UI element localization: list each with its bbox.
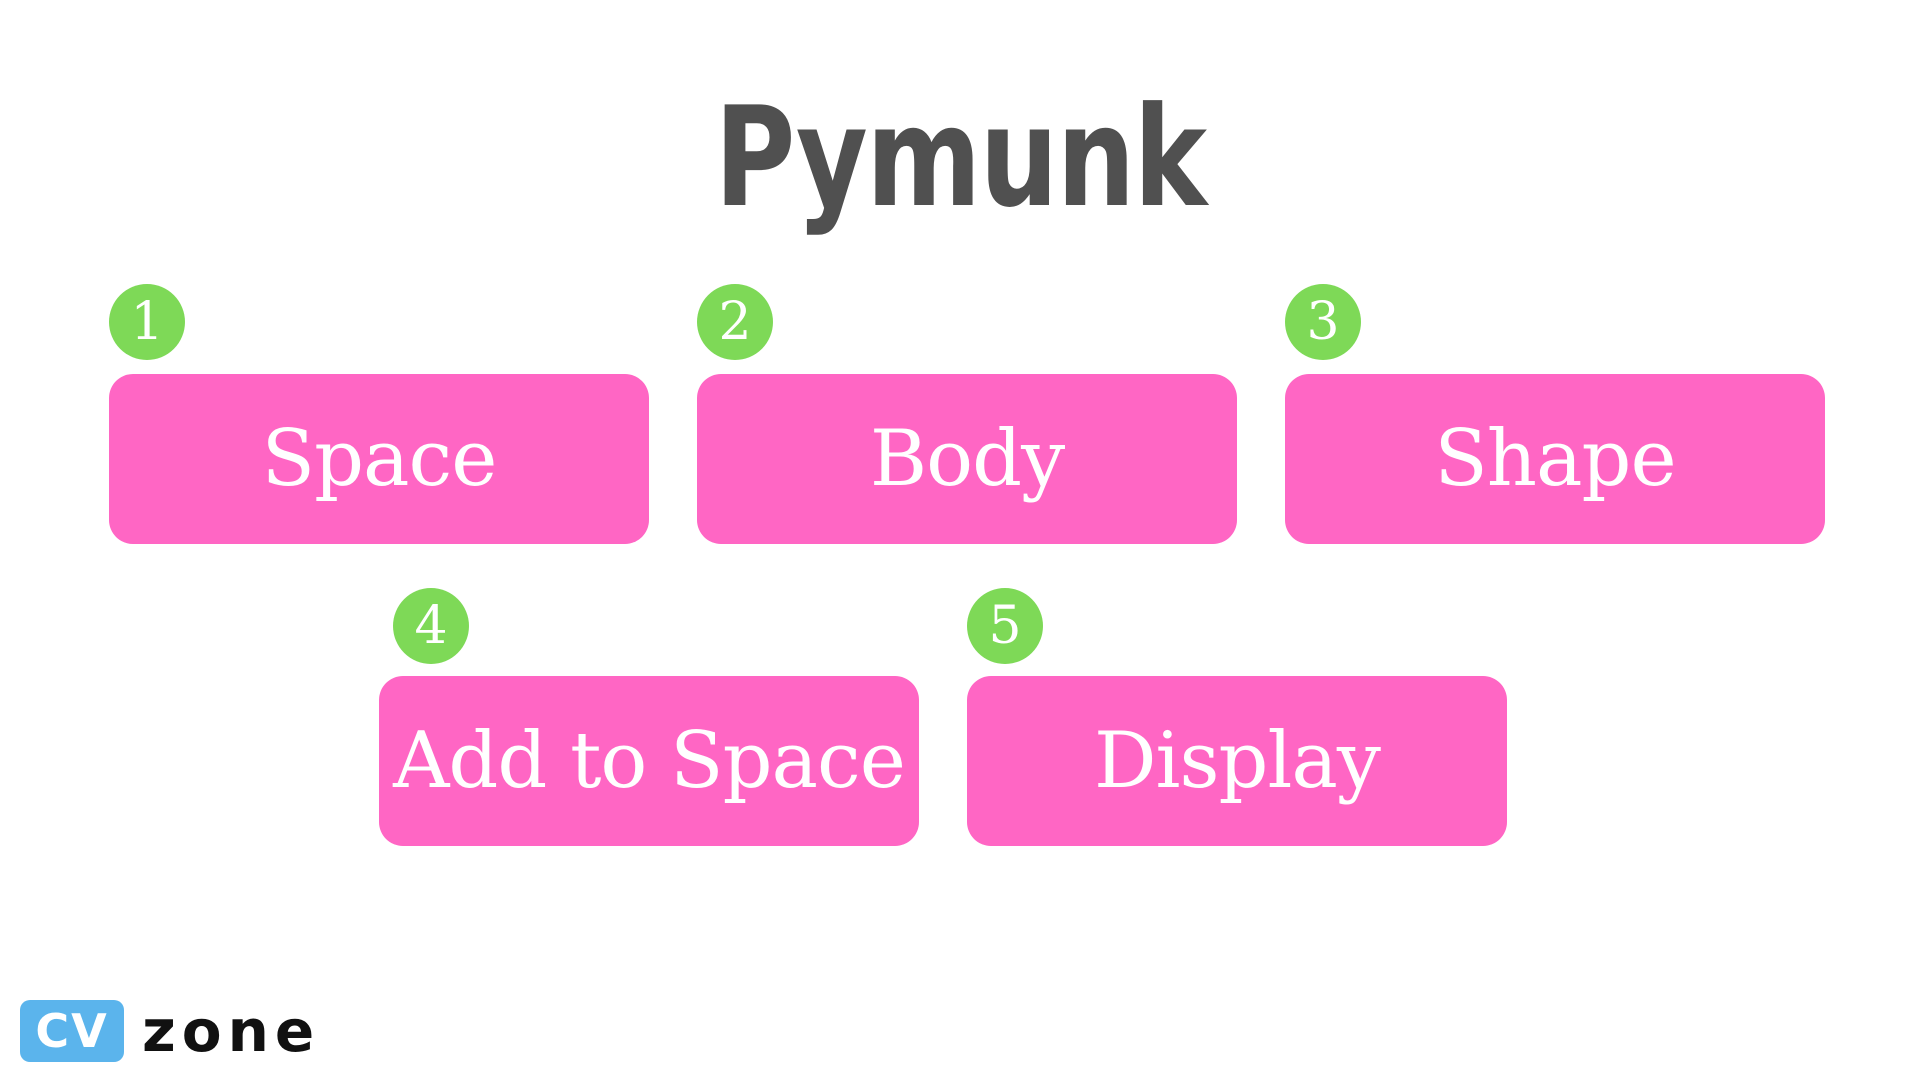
step-2-number-badge: 2 xyxy=(697,284,773,360)
page-title: Pymunk xyxy=(714,77,1208,238)
step-3-box-shape: Shape xyxy=(1285,374,1825,544)
cvzone-logo: CV zone xyxy=(20,1000,380,1062)
step-1-box-space: Space xyxy=(109,374,649,544)
step-3-number-badge: 3 xyxy=(1285,284,1361,360)
step-1-number-badge: 1 xyxy=(109,284,185,360)
step-2-box-body: Body xyxy=(697,374,1237,544)
step-4-box-add-to-space: Add to Space xyxy=(379,676,919,846)
step-4-number-badge: 4 xyxy=(393,588,469,664)
step-5-number-badge: 5 xyxy=(967,588,1043,664)
cvzone-logo-cv-text: CV xyxy=(35,1004,109,1058)
step-5-box-display: Display xyxy=(967,676,1507,846)
cvzone-logo-cv-badge xyxy=(20,1000,124,1062)
cvzone-logo-zone-text: zone xyxy=(142,997,321,1065)
